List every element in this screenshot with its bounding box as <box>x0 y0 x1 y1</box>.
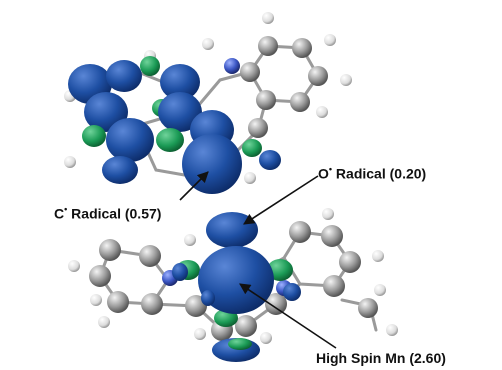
oxygen-radical-text: Radical (0.20) <box>332 165 427 182</box>
upper-ligand-carbons <box>224 36 328 138</box>
carbon-radical-spin-density <box>68 56 281 194</box>
carbon-radical-dot: • <box>64 204 68 214</box>
arrow-oxygen-radical <box>243 175 319 225</box>
lower-ligand-hydrogens <box>68 208 398 344</box>
manganese-spin-density <box>172 246 301 362</box>
arrow-carbon-radical <box>179 171 209 201</box>
upper-ligand-hydrogens <box>64 12 352 184</box>
manganese-label: High Spin Mn (2.60) <box>316 350 446 366</box>
oxygen-radical-atom: O <box>318 165 329 182</box>
carbon-radical-text: Radical (0.57) <box>67 205 162 222</box>
oxygen-radical-spin-density <box>206 212 258 248</box>
carbon-radical-atom: C <box>54 205 65 222</box>
carbon-radical-label: C• Radical (0.57) <box>54 204 162 222</box>
oxygen-radical-dot: • <box>328 164 333 174</box>
oxygen-radical-label: O• Radical (0.20) <box>318 164 427 182</box>
arrow-manganese <box>239 283 337 349</box>
annotation-arrows <box>179 171 337 349</box>
